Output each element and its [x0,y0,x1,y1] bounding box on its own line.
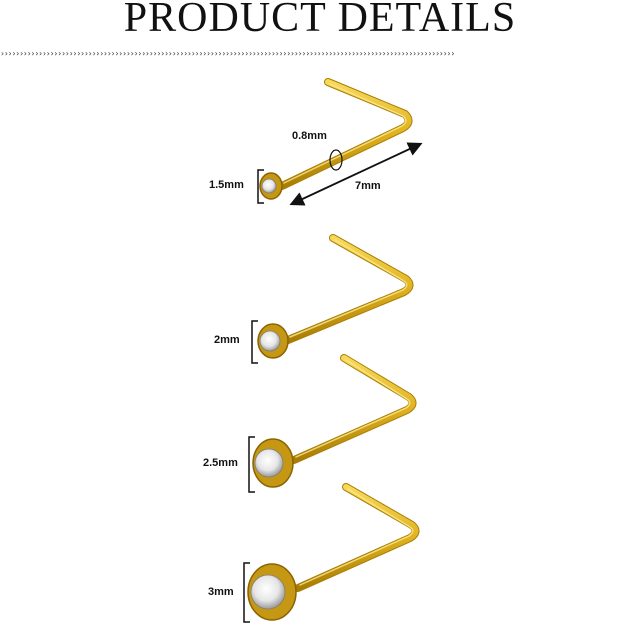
size-label-4: 3mm [208,586,234,598]
size-bracket [248,436,255,493]
page-title: PRODUCT DETAILS [123,0,517,41]
gem [254,448,284,478]
size-bracket [257,169,264,204]
stud-wire [285,235,413,343]
gem [259,330,281,352]
size-bracket [243,562,250,623]
size-bracket [251,320,258,364]
wire-thickness-label: 0.8mm [292,130,327,142]
nose-stud-4 [243,483,420,623]
nose-stud-3 [248,354,417,493]
gem [250,574,286,610]
stud-wire [291,355,416,463]
length-arrow [289,142,423,206]
size-label-3: 2.5mm [203,457,238,469]
nose-stud-1 [257,78,423,206]
size-label-2: 2mm [214,334,240,346]
stud-wire [295,484,419,591]
zigzag-divider: ››››››››››››››››››››››››››››››››››››››››… [0,50,455,58]
nose-stud-2 [251,234,414,364]
length-label: 7mm [355,180,381,192]
gem [261,178,277,194]
size-label-1: 1.5mm [209,179,244,191]
